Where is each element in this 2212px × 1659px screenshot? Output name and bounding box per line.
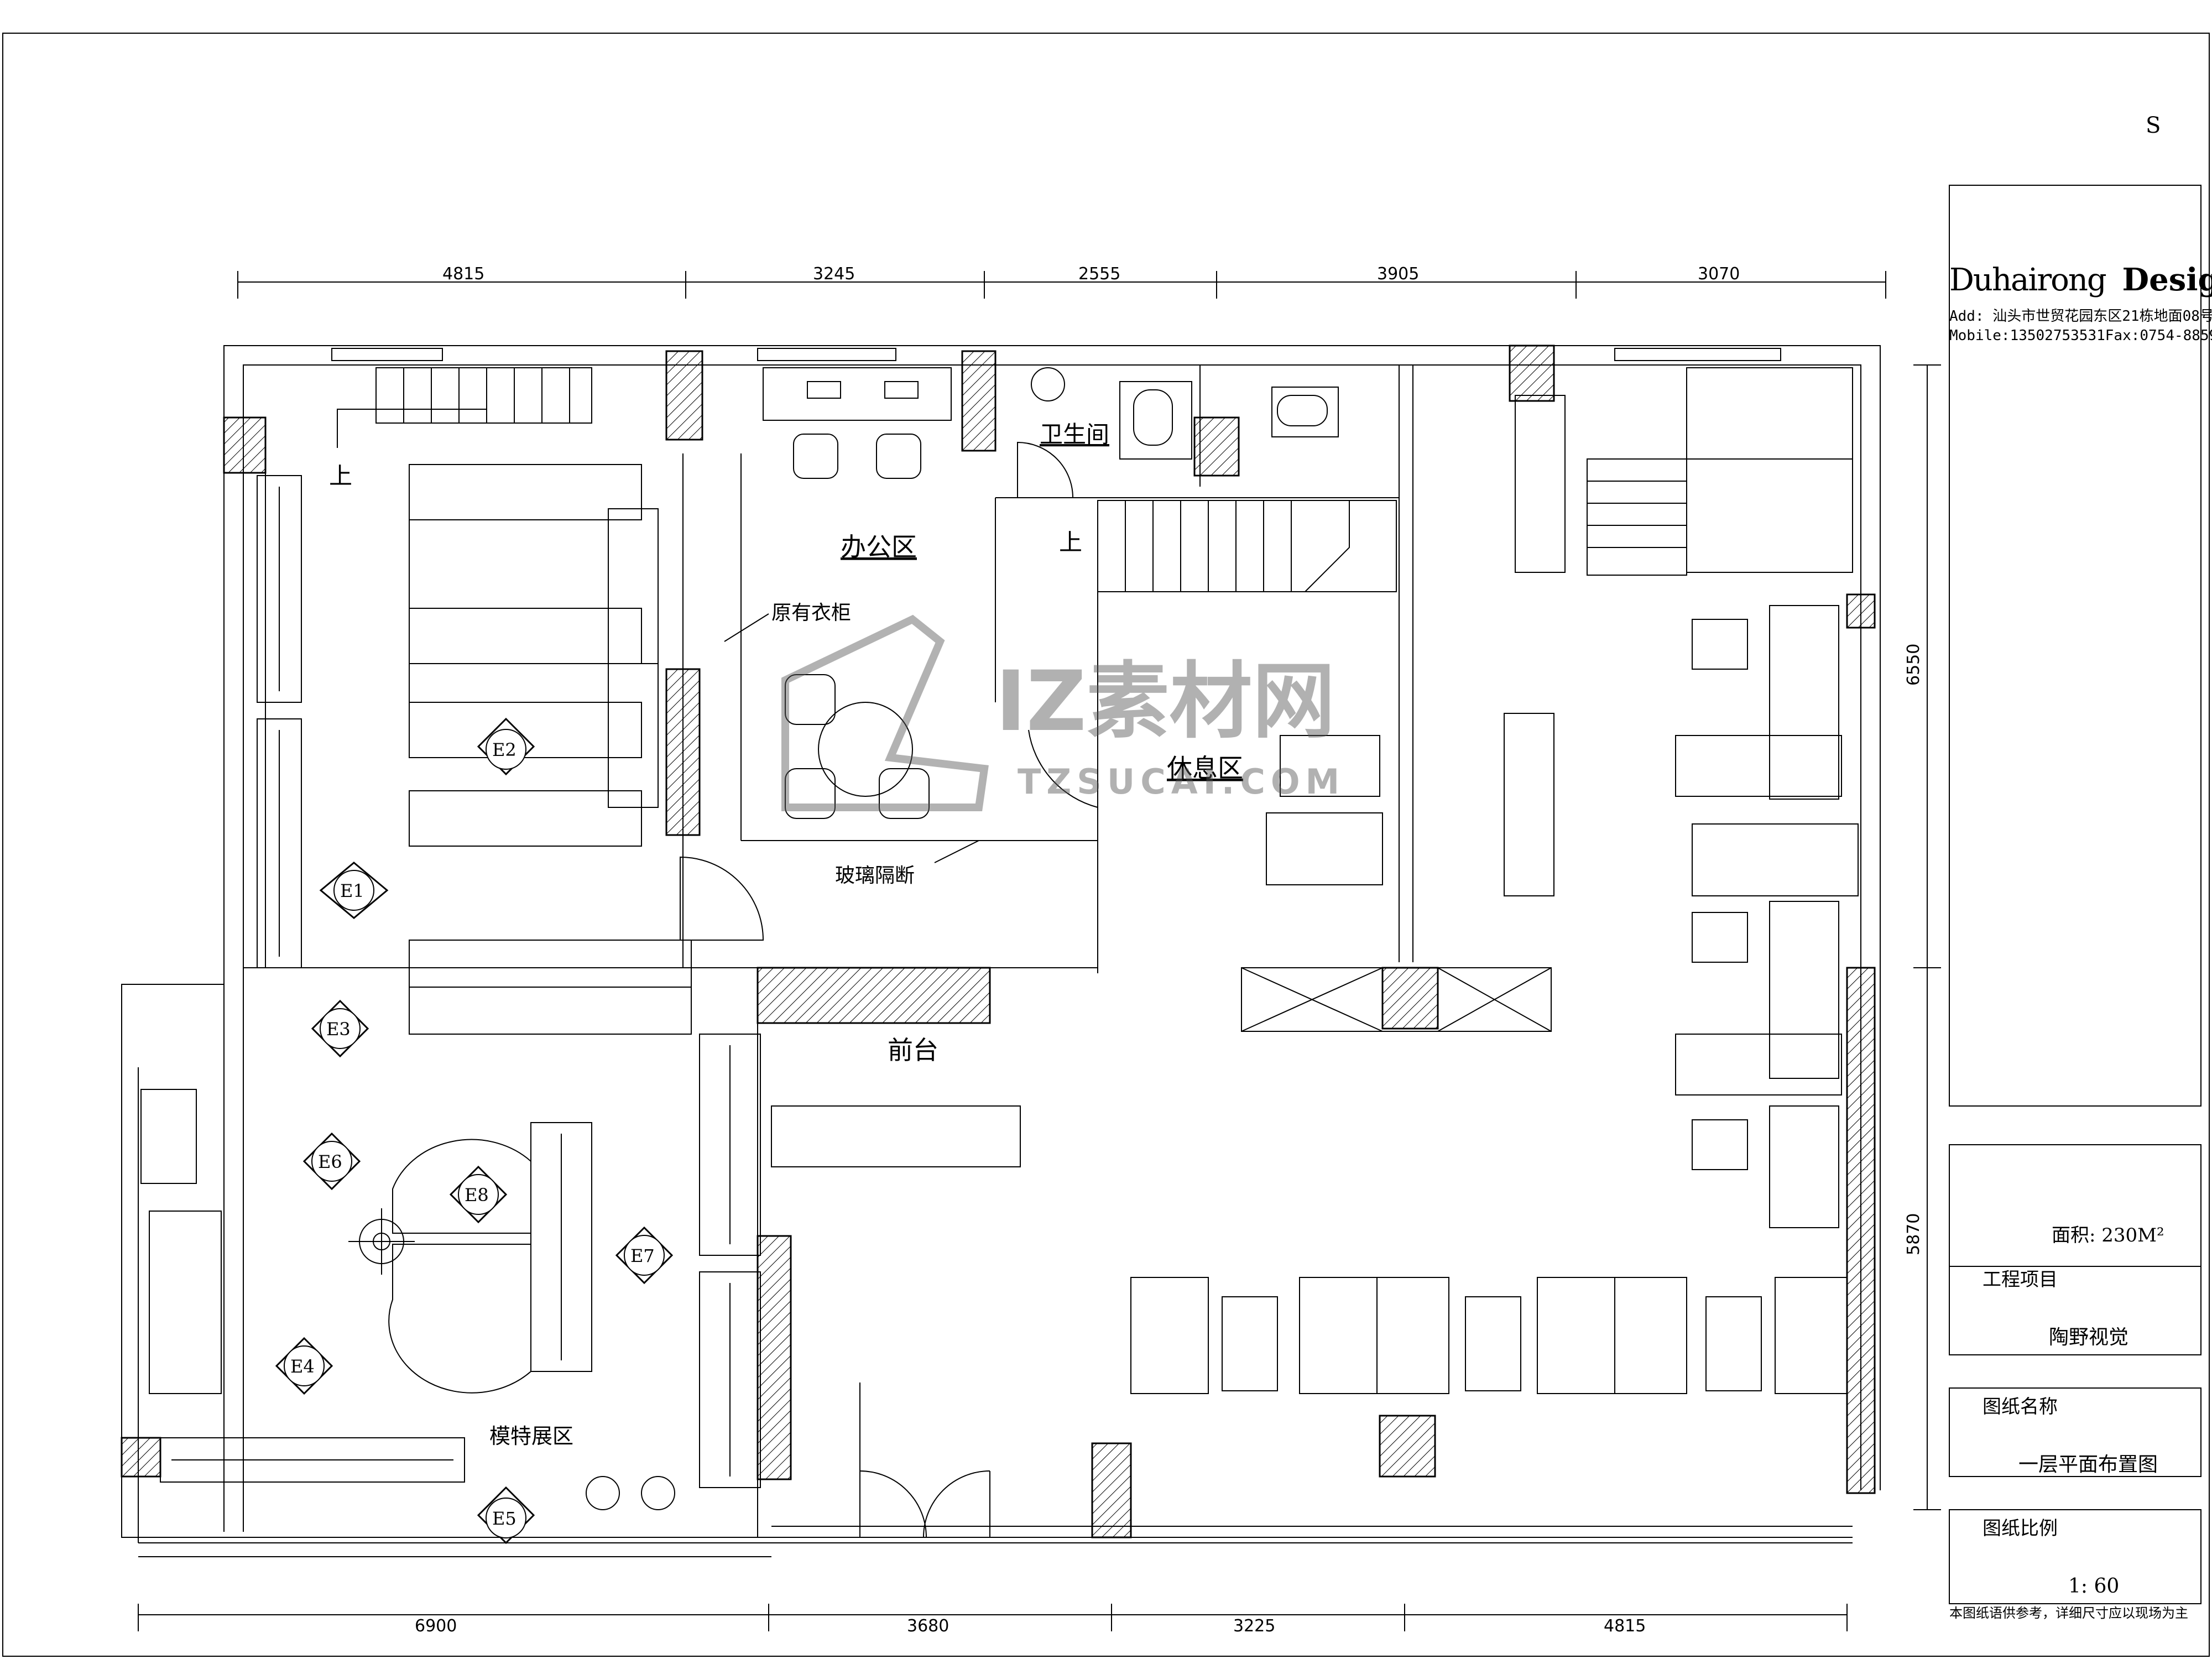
dimension-top: 4815 3245 2555 3905 3070 [237,264,1886,299]
title-block: Duhairong Design Add: 汕头市世贸花园东区21栋地面08号 … [1949,185,2212,1621]
dim-top-1: 4815 [442,264,484,284]
watermark-text: IZ素材网 [995,654,1335,750]
interior-partitions [243,365,1413,1537]
room-label-toilet: 卫生间 [1040,421,1109,448]
north-mark: S [2146,113,2161,138]
stair-up-label-2: 上 [1059,529,1082,556]
elevation-label-e4: E4 [290,1356,315,1377]
project-value: 陶野视觉 [2049,1326,2128,1349]
dim-top-3: 2555 [1078,264,1120,284]
note-glass-partition: 玻璃隔断 [835,864,915,887]
disclaimer: 本图纸语供参考，详细尺寸应以现场为主 [1949,1605,2188,1621]
elevation-label-e1: E1 [340,880,364,901]
dim-right-2: 5870 [1904,1213,1923,1255]
brand-bold: Design [2122,262,2212,298]
dim-bottom-1: 6900 [415,1616,457,1636]
dim-top-2: 3245 [813,264,855,284]
dimension-bottom: 6900 3680 3225 4815 [138,1604,1848,1636]
elevation-label-e7: E7 [630,1245,655,1266]
elevation-label-e8: E8 [465,1185,489,1206]
area-value: 面积: 230M² [2052,1224,2164,1246]
note-existing-wardrobe: 原有衣柜 [771,602,851,624]
dim-right-1: 6550 [1904,644,1923,686]
leader-glass-partition [934,840,979,863]
elevation-marker-e2: E2 [477,717,535,776]
room-label-office: 办公区 [841,532,917,562]
leader-existing-wardrobe [724,613,769,642]
toilet-fixtures [1017,367,1339,498]
dim-top-5: 3070 [1698,264,1740,284]
dim-top-4: 3905 [1377,264,1419,284]
room-label-model-area: 模特展区 [489,1424,573,1448]
studio-contact: Mobile:13502753531Fax:0754-8859966 [1949,327,2212,344]
brand-name: Duhairong Design [1949,262,2212,298]
dim-bottom-4: 4815 [1604,1616,1646,1636]
sheet-border [2,33,2210,1657]
model-display-area [140,1089,675,1510]
stair-right [1515,367,1853,576]
elevation-label-e2: E2 [492,739,517,760]
structural-columns [121,345,1876,1538]
elevation-marker-e3: E3 [311,999,369,1058]
office-furniture [680,367,952,941]
elevation-label-e5: E5 [492,1508,517,1529]
dimension-right: 6550 5870 [1904,364,1941,1510]
elevation-label-e6: E6 [318,1151,342,1172]
elevation-marker-e8: E8 [449,1165,508,1224]
elevation-label-e3: E3 [326,1019,351,1040]
room-label-reception: 前台 [888,1035,938,1065]
dim-bottom-2: 3680 [907,1616,949,1636]
brand-thin: Duhairong [1949,262,2106,298]
clothing-racks [160,464,761,1488]
booth-seating-right [1675,605,1859,1228]
watermark-sub: TZSUCAI.COM [1018,761,1345,802]
drawing-name-value: 一层平面布置图 [2018,1453,2158,1476]
outer-walls [121,345,1881,1557]
stair-left [337,367,592,448]
lounge-furniture [1028,713,1554,1032]
elevation-marker-e5: E5 [477,1486,535,1545]
room-label-lounge: 休息区 [1167,753,1243,783]
stair-up-label-1: 上 [329,462,352,489]
elevation-marker-e4: E4 [275,1337,333,1395]
dim-bottom-3: 3225 [1233,1616,1275,1636]
stair-middle [1097,500,1397,592]
scale-label: 图纸比例 [1983,1517,2058,1540]
elevation-marker-e1: E1 [319,862,389,919]
reception-counter [771,1105,1021,1538]
studio-address: Add: 汕头市世贸花园东区21栋地面08号 [1949,308,2212,325]
elevation-marker-e7: E7 [615,1226,674,1285]
elevation-marker-e6: E6 [302,1132,361,1191]
booth-seating-bottom [1130,1277,1848,1394]
drawing-name-label: 图纸名称 [1983,1396,2058,1418]
project-label: 工程项目 [1983,1269,2058,1291]
watermark: IZ素材网 TZSUCAI.COM [781,614,1345,811]
scale-value: 1: 60 [2068,1575,2119,1598]
